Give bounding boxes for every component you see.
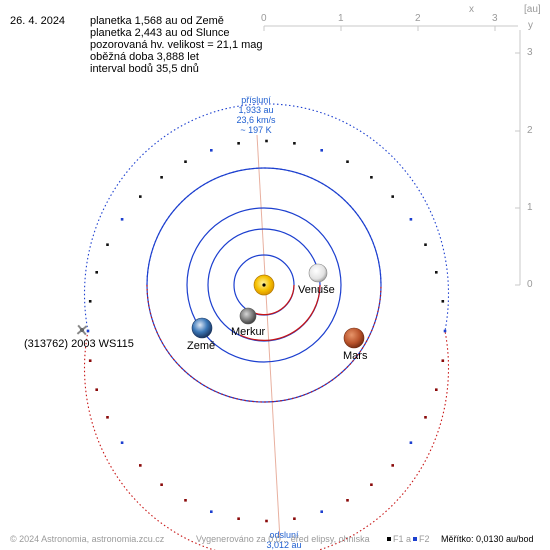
info-line-2: pozorovaná hv. velikost = 21,1 mag [90, 39, 263, 51]
earth-orbit [186, 207, 342, 363]
info-line-0: planetka 1,568 au od Země [90, 15, 224, 27]
info-line-3: oběžná doba 3,888 let [90, 51, 199, 63]
perihelion-title: přísluní [241, 95, 271, 105]
top-tick-label-0: 0 [261, 13, 267, 24]
earth-label: Země [187, 340, 216, 352]
orbit-point [409, 218, 413, 221]
orbit-point [346, 499, 349, 502]
right-axis-y-letter: y [528, 20, 533, 31]
perihelion-distance: 1,933 au [238, 105, 274, 115]
right-tick-label-2: 2 [527, 125, 533, 136]
orbit-point [120, 441, 124, 444]
f2-marker [413, 537, 417, 541]
top-tick-label-1: 1 [338, 13, 344, 24]
orbit-point [120, 218, 124, 221]
aphelion-distance: 3,012 au [266, 540, 302, 550]
right-tick-label-3: 3 [527, 47, 533, 58]
mars-orbit-dotted-blue [146, 167, 382, 286]
orbit-point [435, 271, 438, 274]
venus-label: Venuše [298, 284, 335, 296]
orbit-point [95, 271, 98, 274]
venus-orbit-red-arc [239, 284, 321, 342]
orbit-point [160, 483, 163, 486]
orbit-point [293, 517, 296, 520]
orbit-point [139, 195, 142, 198]
orbit-point [441, 359, 445, 362]
footer-f2-label: F2 [419, 534, 430, 544]
orbit-point [409, 441, 413, 444]
orbit-point [88, 300, 92, 303]
orbit-point [346, 160, 349, 163]
perihelion-temperature: ~ 197 K [240, 125, 272, 135]
line-of-apsides [256, 134, 281, 541]
right-tick-label-1: 1 [527, 202, 533, 213]
date-label: 26. 4. 2024 [10, 15, 66, 27]
orbit-point [265, 139, 268, 143]
mars-orbit-dotted [146, 284, 382, 403]
earth-icon [191, 317, 213, 339]
info-line-1: planetka 2,443 au od Slunce [90, 27, 230, 39]
asteroid-label: (313762) 2003 WS115 [24, 338, 134, 350]
info-line-4: interval bodů 35,5 dnů [90, 63, 199, 75]
orbit-point [237, 517, 240, 520]
orbit-point [443, 329, 447, 333]
mars-label: Mars [343, 350, 368, 362]
orbit-point [106, 243, 109, 246]
asteroid-icon [76, 324, 88, 336]
orbit-point [370, 176, 373, 179]
venus-icon [308, 263, 328, 283]
mars-icon [343, 327, 365, 349]
asteroid-orbit-red [83, 330, 450, 550]
orbit-point [320, 510, 323, 513]
f1-marker [387, 537, 391, 541]
orbit-point [160, 176, 163, 179]
orbit-point [293, 142, 296, 145]
orbit-point [265, 519, 268, 523]
footer-f1-label: F1 a [393, 534, 412, 544]
orbit-point [106, 416, 109, 419]
orbit-point [424, 416, 427, 419]
orbit-point [391, 464, 394, 467]
top-axis-unit: [au] [524, 4, 541, 15]
mercury-icon [239, 307, 257, 325]
mercury-label: Merkur [231, 326, 266, 338]
orbit-point [210, 510, 213, 513]
orbit-point [370, 483, 373, 486]
asteroid-orbit-blue [83, 103, 450, 332]
orbit-point [391, 195, 394, 198]
orbit-point [320, 149, 323, 152]
orbit-point [184, 160, 187, 163]
orbit-point [441, 300, 445, 303]
orbit-point [139, 464, 142, 467]
top-tick-label-3: 3 [492, 13, 498, 24]
top-tick-label-2: 2 [415, 13, 421, 24]
top-axis-x-letter: x [469, 4, 474, 15]
orbit-point [435, 388, 438, 391]
aphelion-title: odsluní [269, 530, 299, 540]
orbit-point [95, 388, 98, 391]
footer-generated: Vygenerováno za 0,0... ěřed elipsy, ohni… [196, 534, 370, 544]
orbit-point [210, 149, 213, 152]
sun-center-mark [262, 283, 266, 287]
orbit-point [86, 329, 90, 333]
right-tick-label-0: 0 [527, 279, 533, 290]
asteroid-orbit-points [86, 139, 447, 523]
orbit-point [184, 499, 187, 502]
orbit-point [88, 359, 92, 362]
perihelion-speed: 23,6 km/s [236, 115, 276, 125]
orbit-point [424, 243, 427, 246]
footer-copyright: © 2024 Astronomia, astronomia.zcu.cz [10, 534, 165, 544]
orbit-point [237, 142, 240, 145]
footer-scale: Měřítko: 0,0130 au/bod [441, 534, 534, 544]
